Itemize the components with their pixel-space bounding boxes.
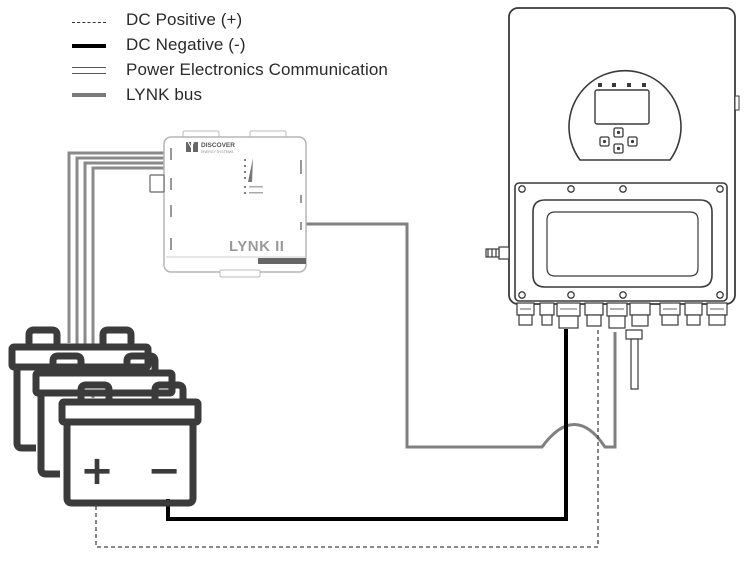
legend-label: DC Negative (-) [126, 35, 246, 54]
dc-negative-wire [166, 329, 568, 521]
thick-line-icon [72, 43, 106, 48]
status-leds [244, 158, 263, 194]
wiring [67, 151, 617, 548]
dc-positive-wire [95, 330, 599, 548]
double-line-icon [72, 66, 106, 74]
cover-screws [518, 185, 724, 299]
inverter [485, 7, 740, 390]
legend-item-lynk-bus: LYNK bus [72, 84, 202, 106]
brand-subtitle: ENERGY SYSTEMS [201, 150, 234, 154]
battery-front [58, 381, 202, 507]
brand-name: DISCOVER [201, 142, 235, 149]
legend-item-pec: Power Electronics Communication [72, 59, 388, 81]
legend-label: Power Electronics Communication [126, 60, 388, 79]
dashed-line-icon [72, 22, 106, 23]
port-labels [170, 148, 302, 250]
display-leds [598, 83, 646, 87]
gray-line-icon [72, 93, 106, 97]
legend-label: LYNK bus [126, 85, 203, 104]
legend-item-dc-positive: DC Positive (+) [72, 9, 242, 31]
pec-wire [305, 222, 617, 449]
battery-bank: + − [8, 326, 202, 507]
antenna-icon [625, 329, 643, 390]
battery-positive-symbol: + [80, 448, 114, 494]
legend-item-dc-negative: DC Negative (-) [72, 34, 246, 56]
lynk-ii-device: DISCOVER ENERGY SYSTEMS LYNK II [149, 130, 307, 278]
side-connector [485, 246, 510, 260]
cable-glands [516, 302, 728, 329]
model-name: LYNK II [229, 238, 284, 255]
legend-label: DC Positive (+) [126, 10, 243, 29]
battery-negative-symbol: − [147, 448, 181, 494]
discover-logo-icon [186, 141, 198, 152]
display-screen [594, 89, 650, 125]
lynk-bus-to-batteries [67, 151, 165, 398]
